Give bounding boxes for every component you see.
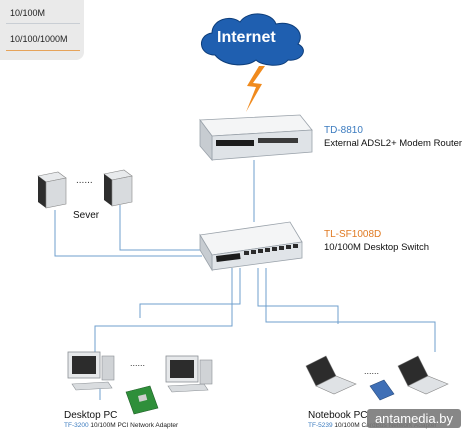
watermark-badge: antamedia.by [366,409,461,428]
desktop-link-1 [94,268,233,352]
legend-label-10-100: 10/100M [10,8,46,18]
desktop-adapter-caption: TF-3200 10/100M PCI Network Adapter [64,422,178,429]
legend-line-10-100 [6,23,80,24]
server-label: Sever [73,210,100,221]
notebook-link-1 [257,268,339,324]
server-ellipsis: ...... [76,175,93,186]
desktop-link-2 [139,268,241,318]
switch-model: TL-SF1008D [324,229,382,240]
router-model: TD-8810 [324,125,363,136]
legend-label-gigabit: 10/100/1000M [10,34,68,44]
desktop-pc-icon-2 [165,355,213,393]
router-description: External ADSL2+ Modem Router [324,138,463,149]
internet-label: Internet [217,29,276,46]
desktop-adapter-desc: 10/100M PCI Network Adapter [90,422,179,429]
cardbus-adapter-icon [369,379,395,401]
legend-line-gigabit [6,50,80,51]
desktop-adapter-model: TF-3200 [64,422,89,429]
connection-lines [54,160,436,400]
legend: 10/100M 10/100/1000M [0,0,84,60]
server-tower-icon-2 [103,169,133,207]
switch-icon [199,221,303,272]
server-tower-icon-1 [37,171,67,209]
internet-cloud-icon [201,13,304,66]
switch-description: 10/100M Desktop Switch [324,242,430,253]
router-icon [199,114,313,162]
notebook-link-2 [265,268,436,352]
notebook-pc-icon-1 [305,355,357,395]
desktop-pc-label: Desktop PC [64,410,118,421]
notebook-pc-label: Notebook PC [308,410,368,421]
notebook-pc-icon-2 [397,355,449,395]
server2-link [119,205,202,251]
lightning-bolt-icon [246,66,265,112]
pci-adapter-card-icon [125,385,159,415]
notebook-ellipsis: ...... [364,366,380,376]
server1-link [54,210,202,257]
desktop-pc-icon-1 [67,351,115,391]
desktop-ellipsis: ...... [130,358,146,368]
notebook-adapter-model: TF-5239 [308,422,333,429]
